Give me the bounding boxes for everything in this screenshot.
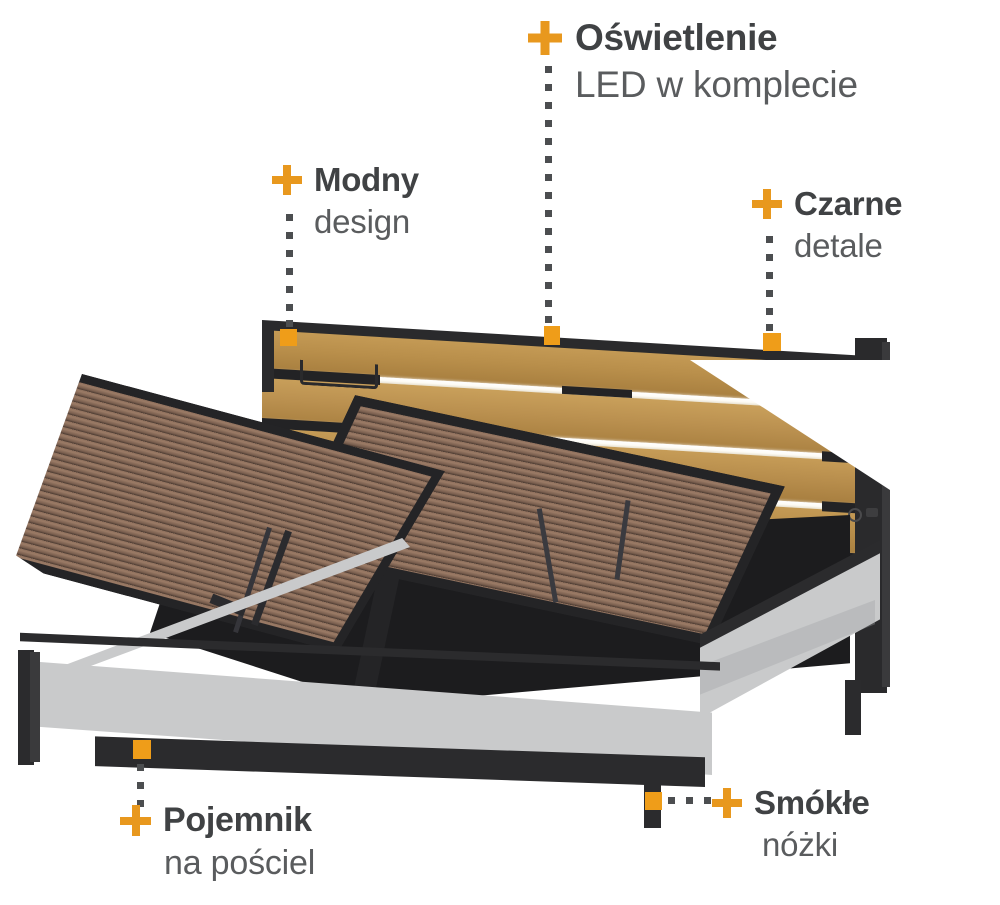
leg-back-right (845, 680, 861, 735)
leader-line-black-details (766, 236, 774, 334)
led-switch-icon (848, 508, 862, 522)
callout-black-details: Czarne detale (752, 185, 903, 265)
leader-line-storage (137, 764, 145, 814)
callout-lighting: Oświetlenie LED w komplecie (528, 18, 858, 106)
callout-title-black-details: Czarne (794, 185, 903, 222)
product-illustration-bed (0, 300, 1000, 900)
callout-title-design: Modny (314, 161, 419, 198)
plus-icon (528, 21, 562, 55)
leader-line-design (286, 214, 294, 327)
callout-subtitle-storage: na pościel (164, 844, 316, 882)
callout-title-storage: Pojemnik (163, 801, 312, 839)
leg-front-left-face (30, 652, 40, 762)
leader-line-lighting (545, 66, 553, 323)
plus-icon (120, 805, 151, 836)
anchor-marker-legs (645, 792, 662, 810)
led-socket-icon (866, 508, 878, 517)
callout-design: Modny design (272, 162, 419, 241)
headboard-left-post (262, 322, 274, 392)
callout-title-lighting: Oświetlenie (575, 17, 778, 58)
anchor-marker-design (280, 329, 297, 346)
anchor-marker-storage (133, 740, 151, 759)
plus-icon (752, 189, 782, 219)
plus-icon (712, 788, 742, 818)
callout-subtitle-legs: nóżki (762, 826, 839, 863)
anchor-marker-lighting (544, 326, 560, 345)
callout-title-legs: Smókłe (754, 784, 870, 821)
callout-subtitle-lighting: LED w komplecie (575, 64, 858, 105)
plus-icon (272, 165, 302, 195)
leader-line-legs (668, 797, 720, 805)
hanger-hook-icon (300, 359, 378, 390)
callout-subtitle-black-details: detale (794, 227, 883, 264)
callout-legs: Smókłe nóżki (712, 785, 870, 864)
callout-storage: Pojemnik na pościel (120, 802, 315, 883)
anchor-marker-black-details (763, 333, 781, 351)
headboard-right-edge (882, 342, 890, 687)
callout-subtitle-design: design (314, 203, 411, 240)
